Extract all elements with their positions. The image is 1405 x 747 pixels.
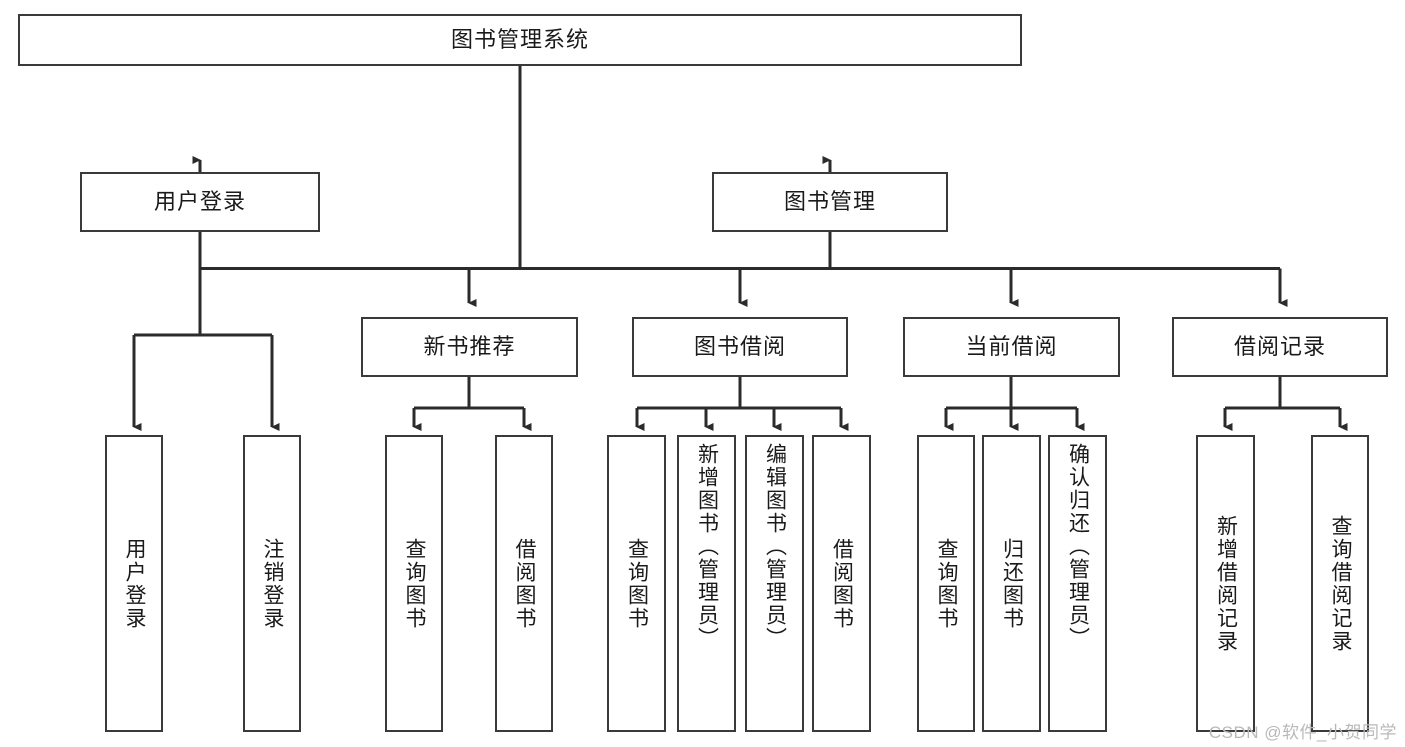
leaf-new-book-2-label: 借阅图书 [513, 537, 536, 630]
leaf-user-login-1-label: 用户登录 [123, 537, 146, 630]
node-current-borrow-label: 当前借阅 [965, 333, 1058, 359]
leaf-book-borrow-1-label: 查询图书 [625, 537, 649, 630]
leaf-current-borrow-3[interactable]: 确认归还（管理员） [1048, 435, 1107, 732]
node-root[interactable]: 图书管理系统 [18, 14, 1022, 66]
node-current-borrow[interactable]: 当前借阅 [903, 317, 1120, 377]
leaf-current-borrow-2-label: 归还图书 [1000, 537, 1024, 630]
node-book-manage-label: 图书管理 [783, 188, 876, 214]
leaf-user-login-2[interactable]: 注销登录 [243, 435, 301, 732]
leaf-book-borrow-3[interactable]: 编辑图书（管理员） [745, 435, 804, 732]
node-new-book-recommend[interactable]: 新书推荐 [361, 317, 578, 377]
watermark-text: CSDN @软件_小贺同学 [1208, 723, 1397, 742]
leaf-user-login-1[interactable]: 用户登录 [105, 435, 163, 732]
leaf-current-borrow-2[interactable]: 归还图书 [982, 435, 1041, 732]
node-borrow-record[interactable]: 借阅记录 [1172, 317, 1388, 377]
node-book-borrow-label: 图书借阅 [693, 333, 786, 359]
leaf-book-borrow-4[interactable]: 借阅图书 [812, 435, 871, 732]
node-new-book-recommend-label: 新书推荐 [423, 333, 516, 359]
leaf-book-borrow-2-label: 新增图书（管理员） [695, 443, 719, 650]
leaf-book-borrow-2[interactable]: 新增图书（管理员） [677, 435, 736, 732]
leaf-book-borrow-4-label: 借阅图书 [830, 537, 854, 630]
leaf-current-borrow-1-label: 查询图书 [935, 537, 958, 630]
node-book-borrow[interactable]: 图书借阅 [632, 317, 848, 377]
leaf-borrow-record-2-label: 查询借阅记录 [1329, 514, 1352, 653]
leaf-book-borrow-3-label: 编辑图书（管理员） [763, 443, 787, 650]
leaf-user-login-2-label: 注销登录 [261, 537, 284, 630]
node-root-label: 图书管理系统 [450, 26, 589, 52]
leaf-book-borrow-1[interactable]: 查询图书 [607, 435, 666, 732]
leaf-new-book-1[interactable]: 查询图书 [385, 435, 443, 732]
leaf-new-book-1-label: 查询图书 [403, 537, 426, 630]
leaf-current-borrow-1[interactable]: 查询图书 [917, 435, 975, 732]
leaf-borrow-record-2[interactable]: 查询借阅记录 [1311, 435, 1369, 732]
node-user-login[interactable]: 用户登录 [80, 172, 320, 232]
leaf-current-borrow-3-label: 确认归还（管理员） [1066, 443, 1090, 650]
node-borrow-record-label: 借阅记录 [1233, 333, 1326, 359]
node-book-manage[interactable]: 图书管理 [712, 172, 948, 232]
leaf-borrow-record-1[interactable]: 新增借阅记录 [1196, 435, 1255, 732]
leaf-new-book-2[interactable]: 借阅图书 [495, 435, 553, 732]
leaf-borrow-record-1-label: 新增借阅记录 [1214, 514, 1238, 653]
node-user-login-label: 用户登录 [153, 188, 246, 214]
